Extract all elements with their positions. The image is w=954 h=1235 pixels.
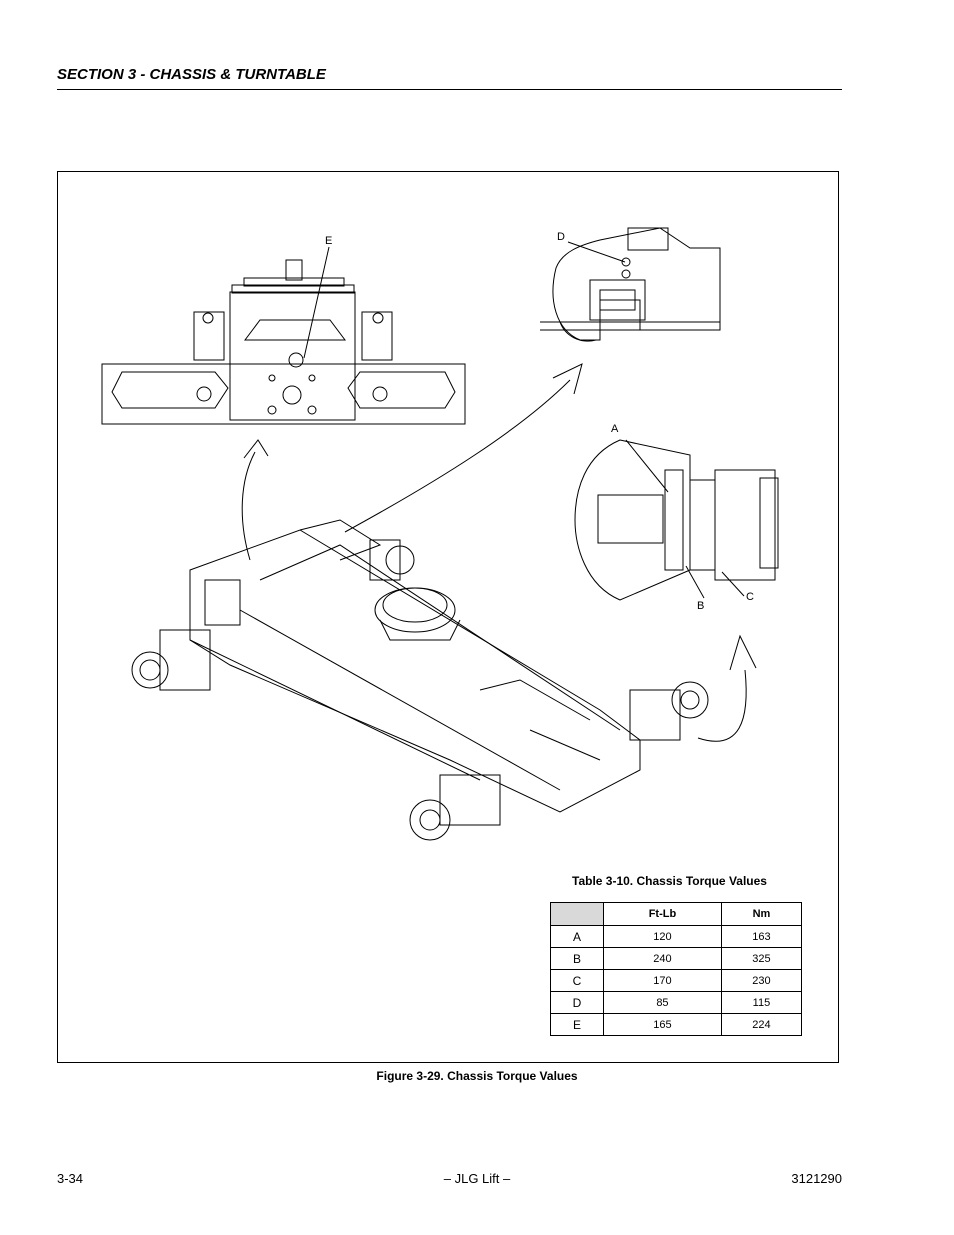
arrow-to-detail-d [344,379,571,533]
row-nm: 325 [720,947,803,970]
figure-caption: Figure 3-29. Chassis Torque Values [376,1069,578,1083]
callout-c: C [746,591,754,603]
callout-b: B [697,600,705,612]
table-header-row: Ft-Lb Nm [550,902,803,926]
figure-frame [57,171,839,1063]
section-title: SECTION 3 - CHASSIS & TURNTABLE [57,66,326,83]
row-key: B [550,947,604,970]
row-nm: 163 [720,925,803,948]
page-number: 3-34 [57,1171,84,1186]
table-row: C 170 230 [550,969,803,992]
table-row: A 120 163 [550,925,803,948]
document-number: 3121290 [791,1171,842,1186]
row-nm: 224 [720,1013,803,1036]
callout-e: E [325,235,333,247]
table-row: E 165 224 [550,1013,803,1036]
row-nm: 115 [720,991,803,1014]
row-key: C [550,969,604,992]
row-key: A [550,925,604,948]
callout-a: A [611,423,619,435]
header-ftlb: Ft-Lb [603,902,722,926]
axle-detail-drawing [101,246,466,425]
header-rule [57,89,842,90]
arrow-to-axle-detail [241,451,256,561]
header-nm: Nm [720,902,803,926]
table-row: D 85 115 [550,991,803,1014]
torque-table: Ft-Lb Nm A 120 163 B 240 325 C 170 230 D… [550,902,803,1036]
row-ftlb: 165 [603,1013,722,1036]
header-blank [550,902,604,926]
chassis-frame-drawing [131,519,709,841]
table-row: B 240 325 [550,947,803,970]
row-key: D [550,991,604,1014]
table-caption: Table 3-10. Chassis Torque Values [572,874,767,888]
row-ftlb: 170 [603,969,722,992]
detail-abc-drawing [574,439,779,601]
row-ftlb: 85 [603,991,722,1014]
row-ftlb: 120 [603,925,722,948]
row-nm: 230 [720,969,803,992]
footer-publisher: – JLG Lift – [443,1171,511,1186]
detail-d-drawing [540,227,721,342]
callout-d: D [557,231,565,243]
row-ftlb: 240 [603,947,722,970]
row-key: E [550,1013,604,1036]
arrow-to-detail-abc [697,669,747,742]
